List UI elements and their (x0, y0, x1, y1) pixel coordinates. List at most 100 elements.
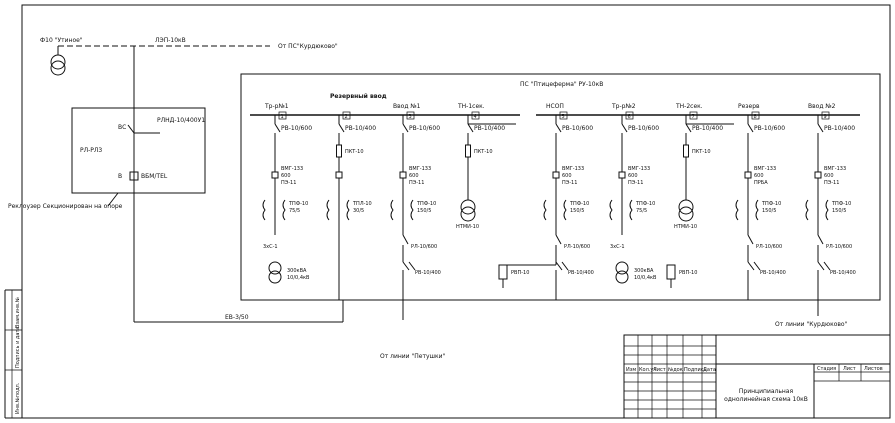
cell-num-1: 2 (345, 114, 348, 120)
breaker-type-0: ВМГ-133 (281, 166, 303, 172)
lower-disc-label-2: РЛ-10/600 (411, 244, 437, 250)
ct-label-7: ТПФ-10 (761, 201, 781, 207)
lower-disc-label-8: РЛ-10/600 (826, 244, 852, 250)
ct-coil-b-2 (410, 199, 414, 221)
stamp-sheets: Листов (864, 366, 883, 372)
arrester-1 (498, 264, 508, 280)
breaker-type-4: ВМГ-133 (562, 166, 584, 172)
voltage-transformer-6 (678, 199, 694, 215)
ct-coil-b-4 (563, 199, 567, 221)
recloser-b-letter: В (118, 173, 122, 180)
breaker-drive-5: ПЭ-11 (628, 180, 643, 186)
lower-disc-2 (402, 234, 409, 245)
cell-name-6: ТН-2сек. (675, 103, 703, 110)
cell-disc-label-2: РВ-10/600 (409, 125, 440, 132)
cell-disc-label-8: РВ-10/400 (824, 125, 855, 132)
lower-disc-label-b-8: РВ-10/400 (830, 270, 856, 276)
cell-disc-label-0: РВ-10/600 (281, 125, 312, 132)
transformer-voltage-5: 10/0,4кВ (634, 275, 657, 281)
cell-num-5: 6 (628, 114, 631, 120)
recloser-title: РЛНД-10/400У1 (157, 117, 205, 124)
cell-name-5: Тр-р№2 (611, 103, 636, 110)
reserve-label: Резервный ввод (330, 93, 387, 100)
lower-disc-label-b-7: РВ-10/400 (760, 270, 786, 276)
ct-ratio-4: 150/5 (570, 208, 584, 214)
breaker-type-5: ВМГ-133 (628, 166, 650, 172)
cell-num-8: 9 (824, 114, 827, 120)
cell-num-3: 4 (474, 114, 477, 120)
vt-fuse-label-6: ПКТ-10 (692, 149, 711, 155)
lower-disc-8 (817, 234, 824, 245)
earth-disc-7 (747, 261, 755, 271)
cell-disc-8 (817, 123, 824, 133)
cell-num-2: 3 (409, 114, 412, 120)
voltage-transformer-b-3 (460, 206, 476, 222)
vt-label-3: НТМИ-10 (456, 224, 479, 230)
cell-num-box-4 (559, 111, 568, 120)
stamp-h-0: Изм (626, 367, 636, 373)
ct-ratio-1: 30/5 (353, 208, 364, 214)
cell-breaker-0 (271, 171, 279, 179)
lower-disc-7 (747, 234, 754, 245)
title-block: Изм Кол.уч Лист №док Подпись Дата Стадия… (623, 334, 891, 419)
recloser-breaker: ВБМ/ТЕL (141, 173, 168, 180)
breaker-type-2: ВМГ-133 (409, 166, 431, 172)
breaker-rating-8: 600 (824, 173, 834, 179)
lower-disc-label-b-2: РВ-10/400 (415, 270, 441, 276)
cell-num-box-7 (751, 111, 760, 120)
vt-fuse-6 (683, 144, 689, 158)
vt-label-6: НТМИ-10 (674, 224, 697, 230)
ct-coil-7 (735, 199, 739, 221)
ct-coil-5 (609, 199, 613, 221)
arrester-2-label: РВП-10 (679, 270, 697, 276)
cell-wire-label-5: 3хС-1 (610, 244, 625, 250)
breaker-drive-2: ПЭ-11 (409, 180, 424, 186)
ct-label-5: ТПФ-10 (635, 201, 655, 207)
breaker-type-8: ВМГ-133 (824, 166, 846, 172)
cell-disc-label-7: РВ-10/600 (754, 125, 785, 132)
fuse-box-1 (335, 171, 343, 179)
drawing-frame (21, 4, 891, 419)
ct-coil-8 (805, 199, 809, 221)
ct-coil-2 (390, 199, 394, 221)
cell-breaker-7 (744, 171, 752, 179)
vt-fuse-3 (465, 144, 471, 158)
recloser-vs: ВС (118, 124, 126, 131)
stamp-h-5: Дата (703, 367, 716, 373)
earth-disc-b-7 (753, 261, 761, 271)
cell-disc-label-6: РВ-10/400 (692, 125, 723, 132)
recloser-vt: РЛ-РЛ3 (80, 147, 102, 154)
lower-disc-label-4: РЛ-10/600 (564, 244, 590, 250)
cell-disc-0 (274, 123, 281, 133)
cell-num-0: 1 (281, 114, 284, 120)
earth-disc-2 (402, 261, 410, 271)
arrester-2 (666, 264, 676, 280)
cell-disc-7 (747, 123, 754, 133)
ct-coil-b-5 (629, 199, 633, 221)
cell-breaker-5 (618, 171, 626, 179)
stamp-stage: Стадия (817, 366, 836, 372)
cell-disc-4 (555, 123, 562, 133)
cell-num-box-0 (278, 111, 287, 120)
ct-coil-b-1 (346, 199, 350, 221)
breaker-type-7: ВМГ-133 (754, 166, 776, 172)
earth-disc-b-2 (408, 261, 416, 271)
recloser-block: РЛНД-10/400У1 ВС РЛ-РЛ3 ВБМ/ТЕL В Реклоу… (8, 107, 206, 210)
cell-breaker-4 (552, 171, 560, 179)
cell-num-4: 5 (562, 114, 565, 120)
power-transformer-0 (268, 261, 282, 275)
ct-label-1: ТПЛ-10 (352, 201, 372, 207)
substation-ru10: ПС "Птицеферма" РУ-10кВ Резервный ввод (240, 73, 881, 301)
transformer-voltage-0: 10/0,4кВ (287, 275, 310, 281)
cell-num-box-6 (689, 111, 698, 120)
ct-coil-4 (543, 199, 547, 221)
cell-num-box-3 (471, 111, 480, 120)
cell-num-box-2 (406, 111, 415, 120)
earth-disc-b-8 (823, 261, 831, 271)
feeder-name: Ф10 "Утиное" (40, 37, 83, 44)
cell-disc-5 (621, 123, 628, 133)
cell-disc-label-4: РВ-10/600 (562, 125, 593, 132)
breaker-rating-4: 600 (562, 173, 572, 179)
cell-num-6: 7 (692, 114, 695, 120)
ct-label-0: ТПФ-10 (288, 201, 308, 207)
